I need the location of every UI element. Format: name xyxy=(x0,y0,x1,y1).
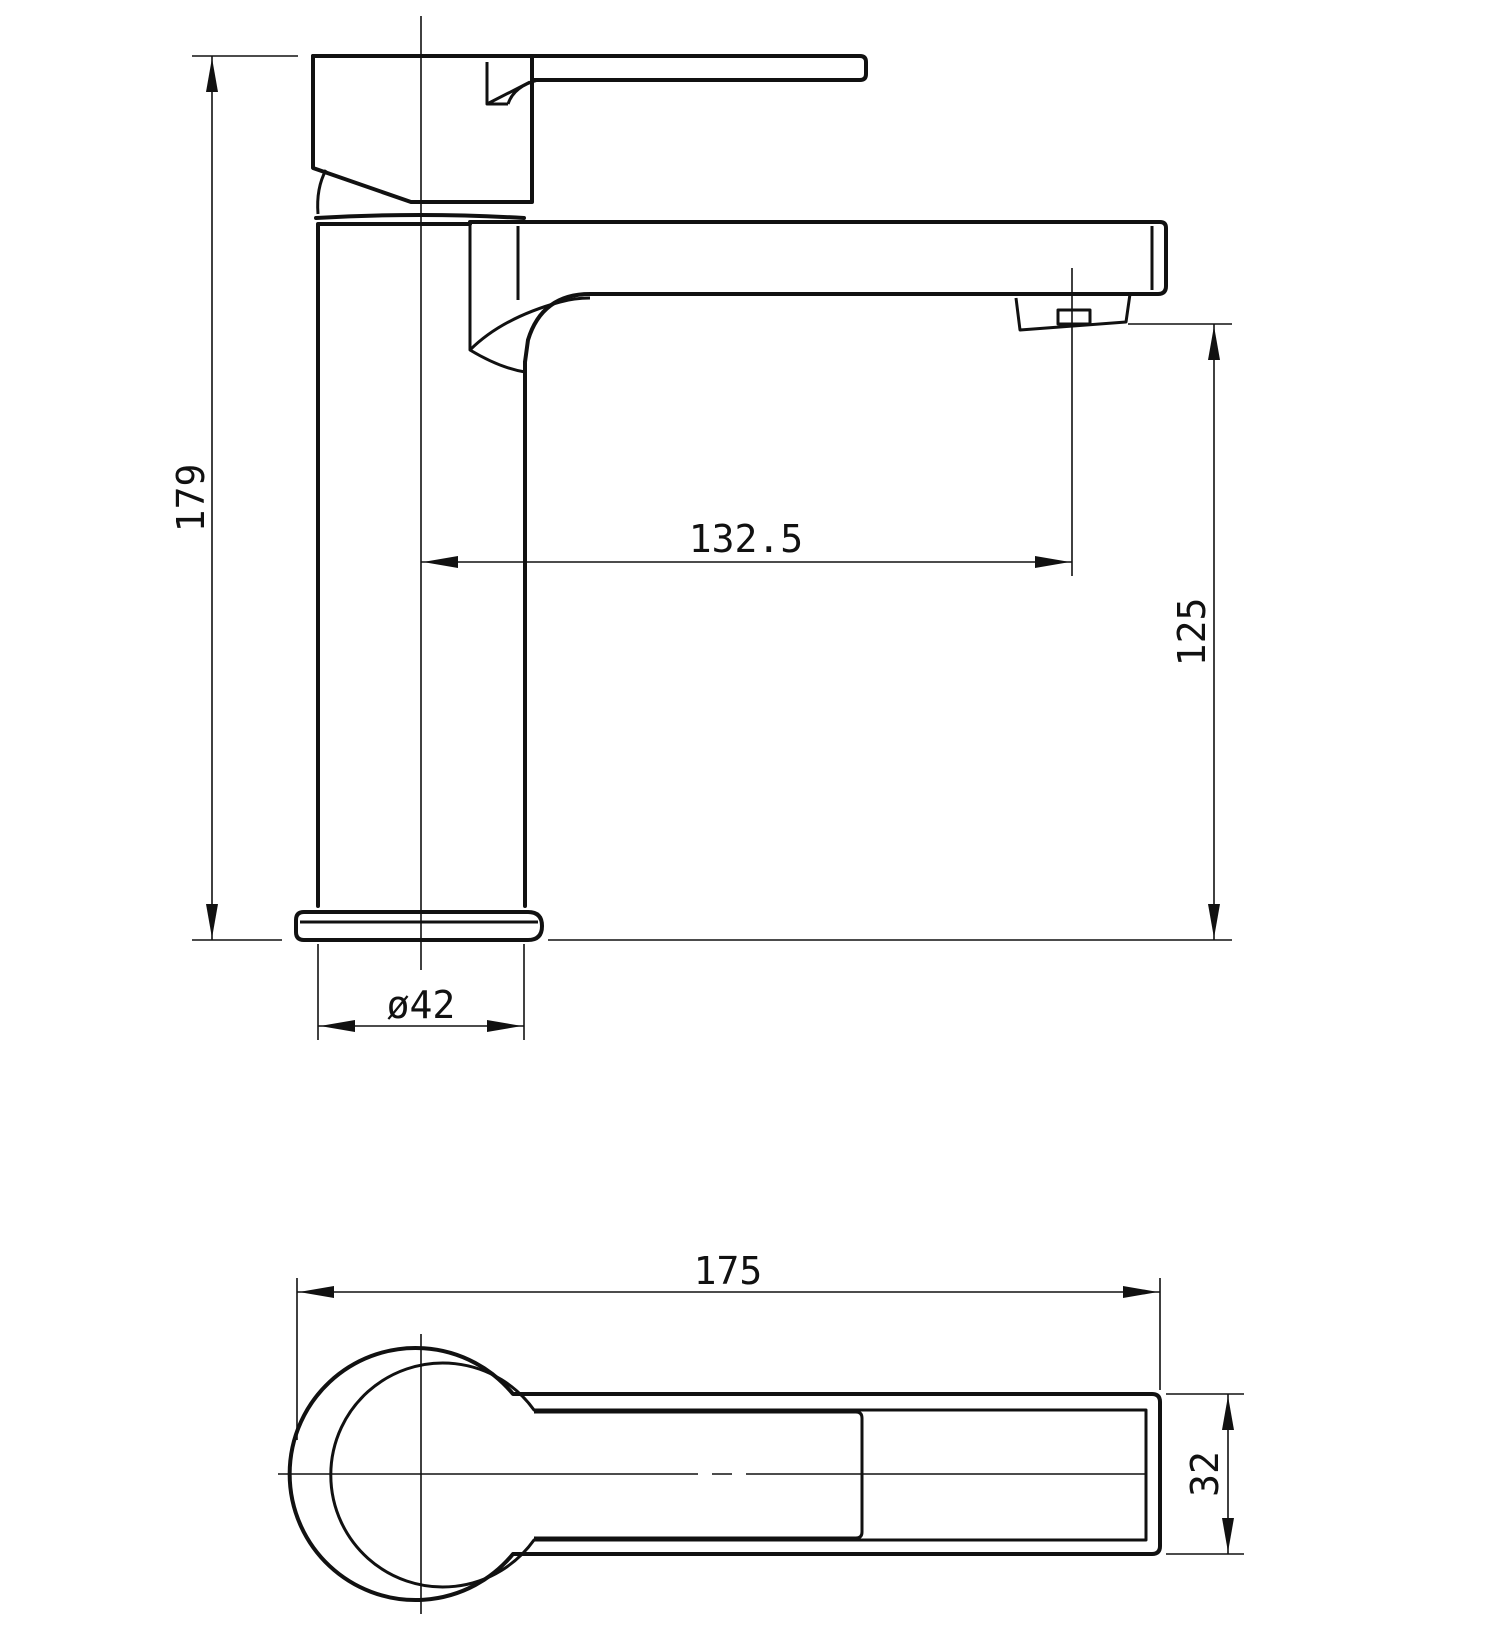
dimension-outlet-height: 125 xyxy=(548,323,1232,941)
dimension-label-132-5: 132.5 xyxy=(689,517,803,561)
body-collar xyxy=(314,213,526,220)
dimension-label-175: 175 xyxy=(694,1249,763,1293)
dimension-label-diameter-42: ø42 xyxy=(387,983,456,1027)
faucet-body xyxy=(316,222,527,908)
top-view: 175 32 xyxy=(278,1249,1244,1614)
dimension-label-32: 32 xyxy=(1183,1451,1227,1497)
spout xyxy=(468,220,1168,374)
top-view-lever-edge xyxy=(534,1410,864,1540)
dimension-base-diameter: ø42 xyxy=(317,944,525,1040)
dimension-total-height: 179 xyxy=(169,55,298,941)
top-view-inner-outline xyxy=(329,1361,1148,1589)
dimension-label-125: 125 xyxy=(1170,598,1214,667)
dimension-spout-reach: 132.5 xyxy=(421,268,1073,576)
top-view-outline xyxy=(287,1346,1162,1602)
side-view: 179 132.5 125 ø42 xyxy=(169,16,1232,1040)
aerator xyxy=(1014,293,1132,332)
dimension-total-length: 175 xyxy=(296,1249,1161,1440)
dimension-spout-width: 32 xyxy=(1166,1393,1244,1555)
handle-lever xyxy=(311,54,868,215)
base-plate xyxy=(294,910,544,942)
dimension-label-179: 179 xyxy=(169,464,213,533)
